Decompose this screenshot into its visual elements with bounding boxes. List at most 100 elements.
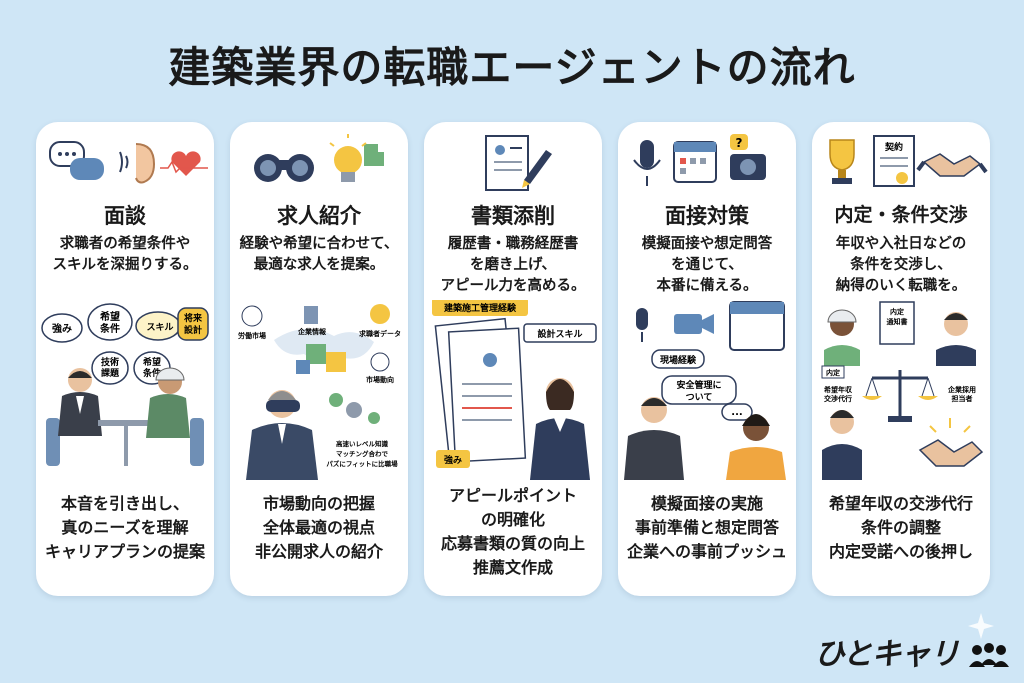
label-naitei: 内定	[821, 365, 845, 379]
svg-text:求職者データ: 求職者データ	[359, 329, 401, 338]
bubble-safety: 安全管理に ついて	[661, 375, 737, 405]
svg-text:企業情報: 企業情報	[297, 327, 327, 336]
sparkle-icon	[968, 613, 994, 639]
card-description: 模擬面接や想定問答 を通じて、 本番に備える。	[641, 236, 773, 294]
document-review-icons	[485, 135, 552, 191]
chat-bubbles-icon	[49, 141, 104, 180]
svg-text:設計スキル: 設計スキル	[537, 328, 582, 340]
interviewer-man	[624, 397, 684, 480]
svg-text:市場動向: 市場動向	[366, 375, 394, 384]
binoculars-icon	[254, 154, 314, 182]
svg-text:企業採用: 企業採用	[947, 385, 976, 394]
bubble-skill: スキル	[135, 311, 181, 341]
job-intro-icons	[254, 134, 384, 182]
svg-text:契約: 契約	[884, 141, 903, 153]
svg-text:?: ?	[736, 136, 743, 150]
advisor-woman	[530, 378, 590, 480]
svg-text:通知書: 通知書	[887, 317, 908, 326]
interview-illustration: 強み 希望 条件 スキル 将来 設計 技術 課題	[41, 303, 209, 466]
card-description: 年収や入社日などの 条件を交渉し、 納得のいく転職を。	[835, 236, 967, 294]
agent-with-binoculars	[246, 390, 318, 480]
tag-strength: 強み	[436, 450, 470, 468]
document-review-illustration: 建築施工管理経験 設計スキル	[432, 300, 597, 480]
people-icon	[969, 642, 1009, 667]
svg-text:...: ...	[731, 407, 742, 418]
table	[98, 420, 154, 466]
card-heading: 面談	[104, 204, 146, 228]
card-points: 模擬面接の実施 事前準備と想定問答 企業への事前プッシュ	[626, 494, 787, 561]
label-salary-agency: 希望年収 交渉代行	[823, 385, 853, 403]
bubble-site-experience: 現場経験	[651, 349, 705, 369]
svg-text:内定: 内定	[826, 368, 840, 377]
card-description: 履歴書・職務経歴書 を磨き上げ、 アピール力を高める。	[440, 236, 586, 294]
node-market: 市場動向	[366, 352, 394, 384]
card-job-intro: 求人紹介 経験や希望に合わせて、 最適な求人を提案。 労働市場 企業情報 求職者…	[230, 122, 408, 596]
brand-logo: ひとキャリ	[814, 629, 1010, 673]
handshake-final-icon	[918, 418, 984, 467]
svg-text:技術: 技術	[101, 356, 119, 368]
calendar-large-icon	[729, 301, 785, 351]
worker-helmet	[824, 309, 860, 366]
offer-illustration: 内定 通知書 内定 希望年収 交渉代行 企業採用 担当者	[821, 301, 984, 480]
tag-design-skill: 設計スキル	[523, 323, 597, 343]
interview-icons	[49, 141, 208, 184]
puzzle-pieces	[296, 344, 346, 374]
svg-text:安全管理に: 安全管理に	[676, 379, 721, 391]
handshake-icon	[916, 153, 988, 177]
svg-text:現場経験: 現場経験	[660, 354, 697, 366]
svg-text:設計: 設計	[184, 324, 202, 336]
ear-icon	[119, 143, 156, 184]
offer-icons: 契約	[829, 135, 988, 187]
mic-small-icon	[636, 308, 648, 342]
svg-text:パズにフィットに比職場: パズにフィットに比職場	[326, 459, 398, 468]
svg-text:希望: 希望	[143, 356, 161, 368]
interview-prep-icons: ?	[633, 134, 766, 186]
resume-papers	[434, 317, 527, 463]
network-node-labor: 労働市場	[238, 305, 266, 340]
network-node-jobseeker: 求職者データ	[359, 304, 401, 338]
svg-text:マッチング合わで: マッチング合わで	[336, 449, 389, 458]
card-offer-negotiation: 契約 内定・条件交渉 年収や入社日などの 条件を交渉し、 納得のいく転職を。	[812, 122, 990, 596]
svg-text:希望: 希望	[99, 310, 120, 323]
card-heading: 面接対策	[665, 204, 749, 228]
brand-logo-text: ひとキャリ	[814, 637, 959, 672]
pen-icon	[522, 150, 552, 188]
job-intro-illustration: 労働市場 企業情報 求職者データ 市場動向	[238, 304, 401, 480]
svg-text:労働市場: 労働市場	[238, 331, 266, 340]
tag-construction-experience: 建築施工管理経験	[432, 300, 528, 316]
svg-text:希望年収: 希望年収	[823, 385, 853, 394]
lightbulb-puzzle-icon	[329, 134, 384, 182]
svg-text:内定: 内定	[890, 307, 904, 316]
svg-text:交渉代行: 交渉代行	[824, 394, 852, 403]
svg-text:条件: 条件	[99, 322, 120, 335]
gear-icons	[329, 393, 380, 424]
card-points: アピールポイント の明確化 応募書類の質の向上 推薦文作成	[440, 486, 585, 577]
card-heading: 書類添削	[471, 204, 555, 228]
card-points: 希望年収の交渉代行 条件の調整 内定受諾への後押し	[828, 494, 973, 561]
video-camera-icon	[674, 314, 714, 334]
interview-prep-illustration: 現場経験 安全管理に ついて ...	[624, 301, 786, 480]
contract-icon: 契約	[873, 135, 915, 187]
offer-letter: 内定 通知書	[879, 301, 915, 345]
svg-text:強み: 強み	[52, 322, 72, 335]
bubble-future: 将来 設計	[177, 307, 209, 341]
caption-box: 高速いレベル知識 マッチング合わで パズにフィットに比職場	[326, 439, 398, 468]
camera-question-icon: ?	[730, 134, 766, 180]
network-node-company: 企業情報	[297, 306, 327, 336]
svg-text:高速いレベル知識: 高速いレベル知識	[336, 439, 389, 448]
candidate-woman	[726, 414, 786, 480]
svg-text:強み: 強み	[444, 454, 462, 466]
card-description: 経験や希望に合わせて、 最適な求人を提案。	[239, 236, 399, 273]
scale-icon	[862, 370, 938, 422]
consultant-figure	[46, 368, 102, 466]
svg-text:課題: 課題	[101, 367, 120, 379]
card-document-review: 書類添削 履歴書・職務経歴書 を磨き上げ、 アピール力を高める。 建築施工管理経…	[424, 122, 602, 596]
svg-text:建築施工管理経験: 建築施工管理経験	[444, 302, 517, 314]
bubble-strength: 強み	[41, 313, 83, 343]
label-company-hr: 企業採用 担当者	[947, 385, 976, 403]
trophy-icon	[829, 139, 855, 184]
card-points: 市場動向の把握 全体最適の視点 非公開求人の紹介	[254, 494, 383, 561]
resume-document-icon	[485, 135, 529, 191]
worker-figure	[146, 367, 204, 466]
card-interview-prep: ? 面接対策 模擬面接や想定問答 を通じて、 本番に備える。	[618, 122, 796, 596]
